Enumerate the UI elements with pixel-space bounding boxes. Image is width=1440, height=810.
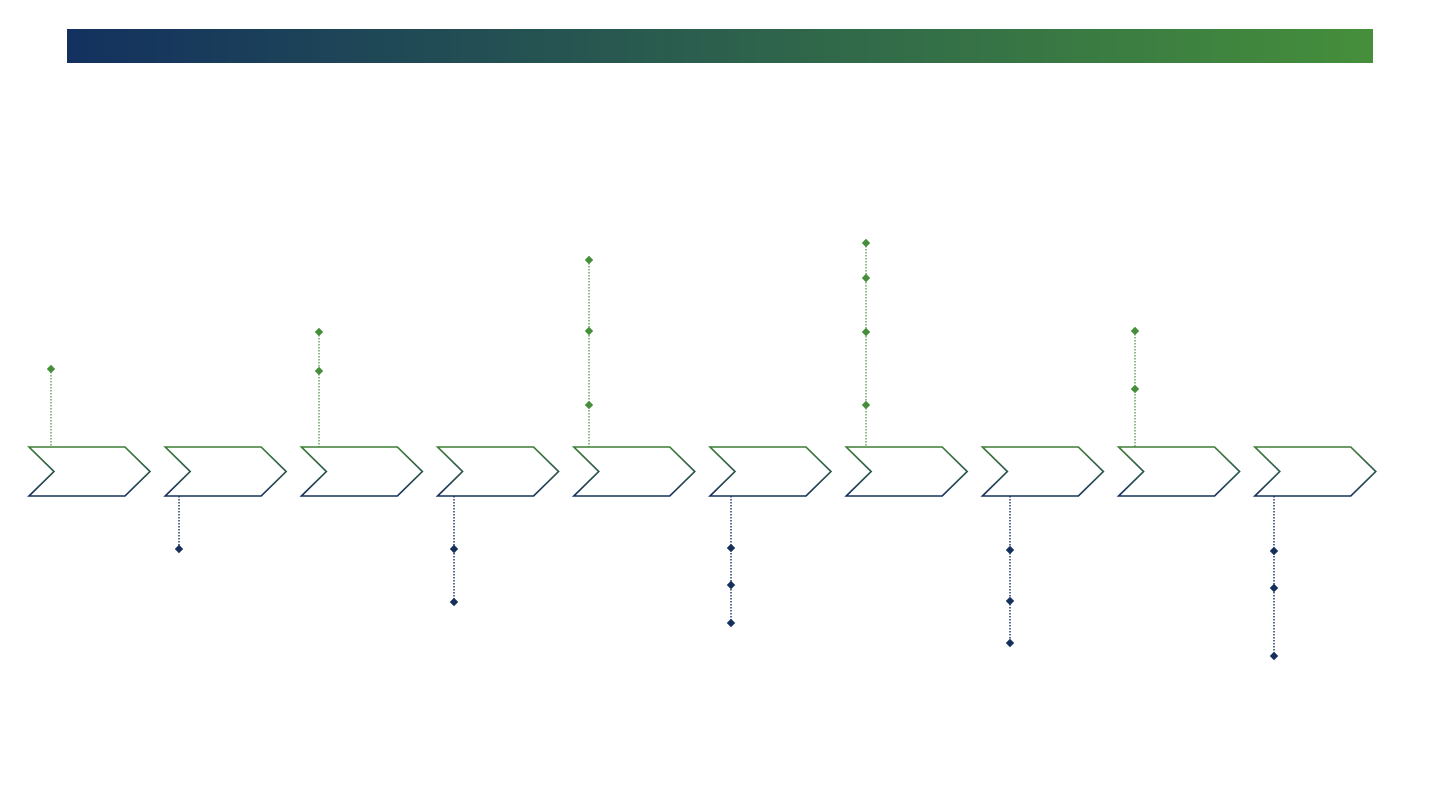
diamond-marker [861, 273, 871, 283]
diamond-marker [314, 327, 324, 337]
chevron-stage-1 [27, 446, 152, 497]
diamond-marker [1130, 384, 1140, 394]
diamond-marker [1269, 651, 1279, 661]
chevron-stage-9 [1116, 446, 1241, 497]
diamond-marker [1269, 546, 1279, 556]
diamond-marker [46, 364, 56, 374]
diamond-marker [726, 580, 736, 590]
diamond-marker [861, 400, 871, 410]
diamond-marker [1005, 638, 1015, 648]
diamond-marker [449, 597, 459, 607]
chevron-stage-8 [980, 446, 1105, 497]
diamond-marker [449, 544, 459, 554]
chevron-stage-3 [299, 446, 424, 497]
diamond-marker [1269, 583, 1279, 593]
chevron-stage-6 [708, 446, 833, 497]
diamond-marker [584, 400, 594, 410]
diamond-marker [726, 618, 736, 628]
diamond-marker [314, 366, 324, 376]
chevron-stage-7 [844, 446, 969, 497]
diamond-marker [584, 326, 594, 336]
diamond-marker [584, 255, 594, 265]
diamond-marker [1005, 545, 1015, 555]
diamond-markers [46, 238, 1279, 661]
chevron-stage-2 [163, 446, 288, 497]
chevron-stage-4 [435, 446, 560, 497]
chevron-stage-5 [571, 446, 696, 497]
header-gradient-bar [67, 29, 1373, 63]
diamond-marker [726, 543, 736, 553]
diamond-marker [861, 238, 871, 248]
diamond-marker [1005, 596, 1015, 606]
diamond-marker [861, 327, 871, 337]
chevron-stages [27, 446, 1377, 497]
diamond-marker [1130, 326, 1140, 336]
diamond-marker [174, 544, 184, 554]
chevron-stage-10 [1252, 446, 1377, 497]
